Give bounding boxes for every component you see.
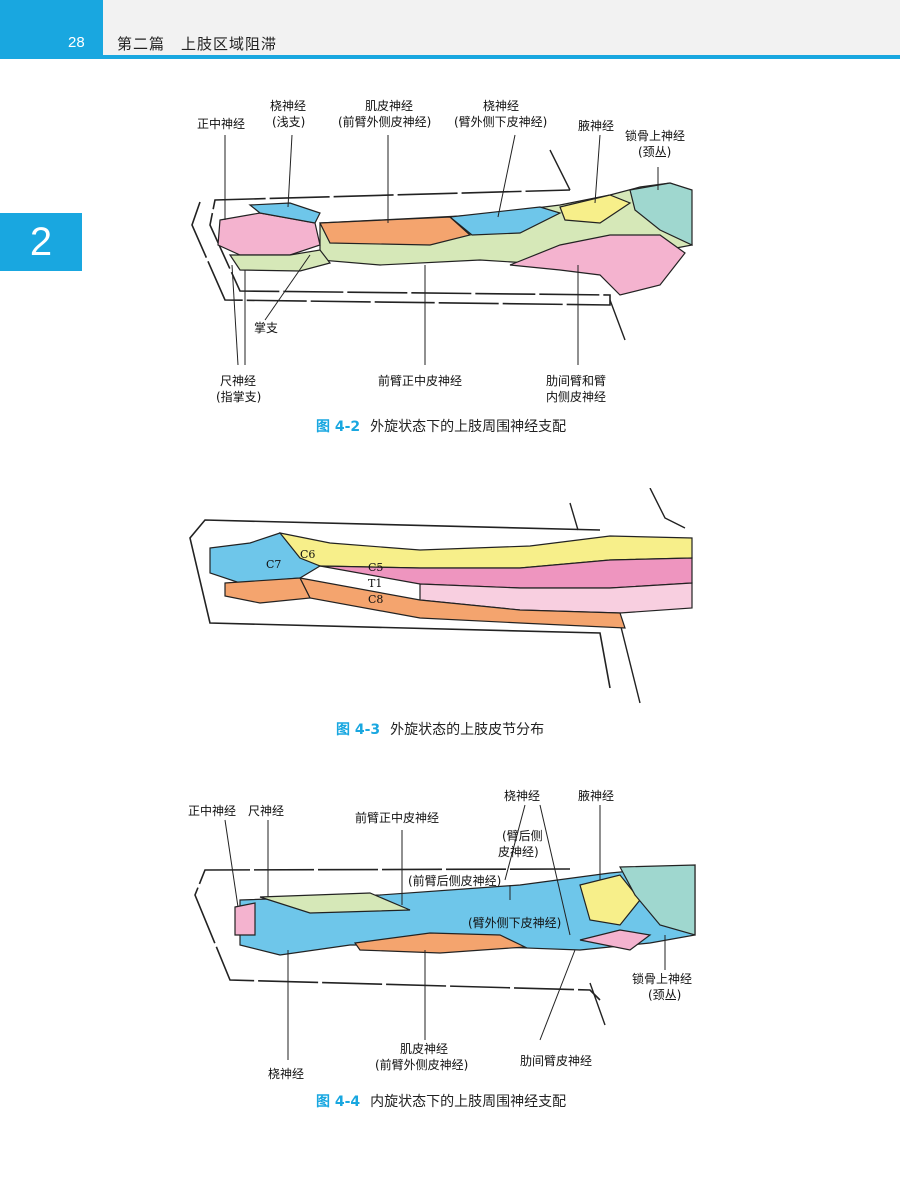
figure-4-2: 正中神经 桡神经 (浅支) 肌皮神经 (前臂外侧皮神经) 桡神经 (臂外侧下皮神… [180, 95, 710, 415]
figure-number: 图 4-3 [336, 722, 381, 738]
dermatome-c7: C7 [266, 558, 281, 571]
figure-4-2-illustration: 正中神经 桡神经 (浅支) 肌皮神经 (前臂外侧皮神经) 桡神经 (臂外侧下皮神… [191, 98, 693, 404]
label-axillary: 腋神经 [578, 788, 614, 803]
caption-figure-4-3: 图 4-3 外旋状态的上肢皮节分布 [336, 719, 544, 739]
label-medial-forearm: 前臂正中皮神经 [355, 810, 439, 825]
label-supraclavicular: 锁骨上神经 [625, 128, 685, 143]
label-median-nerve: 正中神经 [197, 116, 245, 131]
figure-4-3: C6 C7 C5 T1 C8 [180, 487, 710, 713]
label-posterior-forearm: (前臂后侧皮神经) [408, 873, 501, 888]
label-musculocutaneous-sub: (前臂外侧皮神经) [338, 114, 431, 129]
running-title: 第二篇上肢区域阻滞 [117, 33, 277, 54]
label-axillary: 腋神经 [578, 118, 614, 133]
figure-caption: 外旋状态的上肢皮节分布 [390, 722, 545, 738]
label-intercostobrachial-sub: 内侧皮神经 [546, 390, 606, 404]
page-number-box [0, 0, 103, 55]
label-ulnar-sub: (指掌支) [216, 389, 261, 404]
label-radial-nerve-bottom: 桡神经 [268, 1066, 304, 1081]
chapter-label: 上肢区域阻滞 [181, 35, 278, 53]
page-number: 28 [68, 34, 85, 51]
dermatome-c6: C6 [300, 548, 315, 561]
label-musculocutaneous: 肌皮神经 [400, 1042, 448, 1056]
label-median-nerve: 正中神经 [188, 803, 236, 818]
dermatome-t1: T1 [368, 577, 382, 590]
label-musculocutaneous-sub: (前臂外侧皮神经) [375, 1057, 468, 1072]
label-intercostobrachial: 肋间臂皮神经 [520, 1053, 592, 1068]
figure-4-4: 正中神经 尺神经 前臂正中皮神经 桡神经 (臂后侧 皮神经) 腋神经 (前臂后侧… [180, 785, 710, 1085]
label-posterior-arm: (臂后侧 [502, 829, 543, 843]
header-bar [103, 0, 900, 55]
header-rule [0, 55, 900, 59]
label-medial-forearm: 前臂正中皮神经 [378, 373, 462, 388]
caption-figure-4-2: 图 4-2 外旋状态下的上肢周围神经支配 [316, 416, 566, 436]
label-supraclavicular: 锁骨上神经 [632, 971, 692, 986]
caption-figure-4-4: 图 4-4 内旋状态下的上肢周围神经支配 [316, 1091, 566, 1111]
label-supraclavicular-sub: (颈丛) [638, 145, 671, 159]
dermatome-c5: C5 [368, 561, 383, 574]
label-musculocutaneous: 肌皮神经 [365, 99, 413, 113]
label-intercostobrachial: 肋间臂和臂 [546, 373, 606, 388]
label-radial-lower-sub: (臂外侧下皮神经) [454, 115, 547, 129]
label-supraclavicular-sub: (颈丛) [648, 988, 681, 1002]
figure-caption: 外旋状态下的上肢周围神经支配 [370, 419, 567, 435]
chapter-tab: 2 [0, 213, 82, 271]
page-header: 28 第二篇上肢区域阻滞 [0, 0, 900, 60]
figure-number: 图 4-4 [316, 1094, 361, 1110]
label-palmar-branch: 掌支 [254, 321, 278, 335]
label-radial-nerve-top: 桡神经 [504, 788, 540, 803]
dermatome-c8: C8 [368, 593, 383, 606]
label-lateral-lower-arm: (臂外侧下皮神经) [468, 916, 561, 930]
figure-4-4-illustration: 正中神经 尺神经 前臂正中皮神经 桡神经 (臂后侧 皮神经) 腋神经 (前臂后侧… [188, 788, 696, 1081]
label-radial-lower: 桡神经 [483, 98, 519, 113]
figure-caption: 内旋状态下的上肢周围神经支配 [370, 1094, 567, 1110]
label-posterior-arm-sub: 皮神经) [498, 845, 539, 859]
figure-4-3-illustration: C6 C7 C5 T1 C8 [189, 487, 693, 704]
part-label: 第二篇 [117, 35, 166, 53]
label-ulnar-nerve: 尺神经 [248, 804, 284, 818]
label-radial-superficial-branch: (浅支) [272, 115, 305, 129]
label-ulnar: 尺神经 [220, 374, 256, 388]
figure-number: 图 4-2 [316, 419, 361, 435]
label-radial-superficial: 桡神经 [270, 98, 306, 113]
